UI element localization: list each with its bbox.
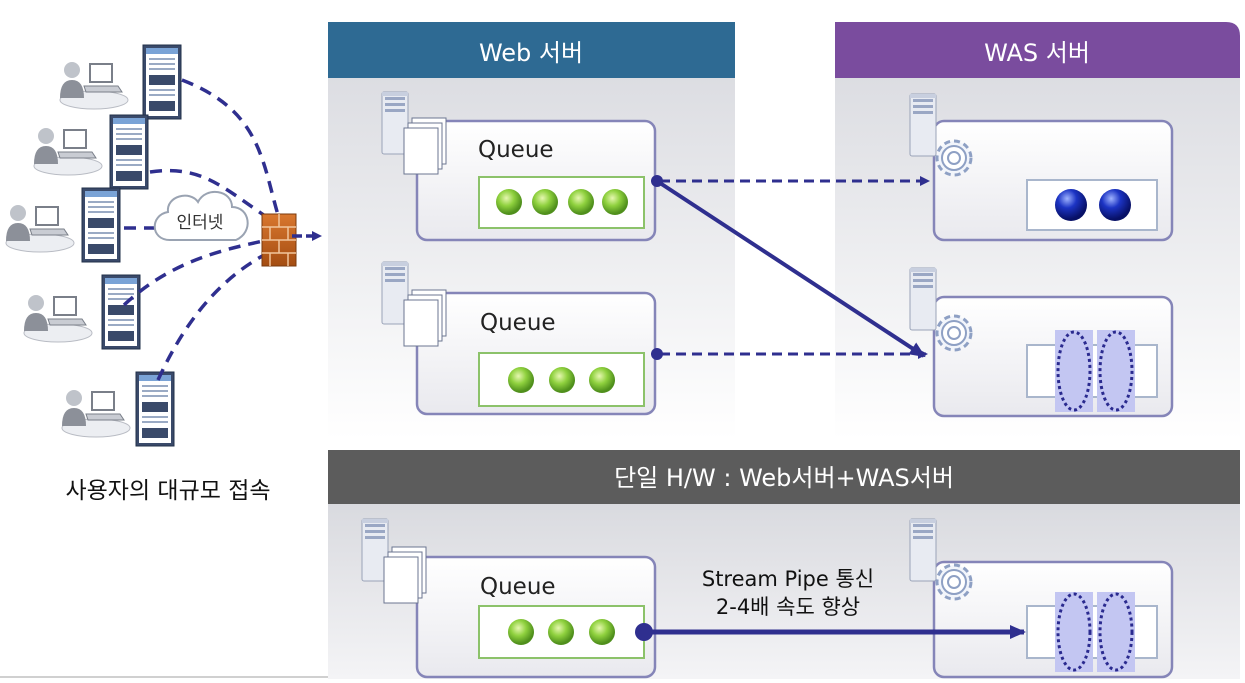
speed-improvement-label: 2-4배 속도 향상 [716, 595, 860, 619]
users-group [5, 44, 182, 447]
single-hw-panel: 단일 H/W : Web서버+WAS서버 Queue Stream Pipe 통… [328, 450, 1240, 679]
users-caption: 사용자의 대규모 접속 [65, 478, 270, 504]
single-hw-header [328, 450, 1240, 504]
queue-item [568, 189, 594, 215]
web-server-panel: Web 서버 Queue Queue [328, 22, 735, 439]
document-stack-icon [403, 289, 447, 347]
internet-label: 인터넷 [177, 213, 224, 233]
was-thread-pool-1 [1026, 179, 1158, 231]
gear-icon [935, 139, 973, 177]
user-icon [33, 127, 103, 176]
thread-item [1099, 189, 1131, 221]
was-panel-header [835, 22, 1240, 78]
queue-label-1: Queue [478, 137, 554, 163]
user-icon [5, 204, 75, 253]
web-panel-title: Web 서버 [479, 39, 583, 67]
server-icon [909, 93, 937, 157]
server-icon [909, 267, 937, 331]
gear-icon [935, 563, 973, 601]
was-server-panel: WAS 서버 [835, 22, 1240, 439]
user-icon [23, 294, 93, 343]
firewall-icon [261, 213, 297, 267]
internet-cloud-icon [153, 191, 249, 241]
web-page-icon [135, 371, 175, 447]
document-stack-icon [383, 546, 427, 604]
queue-label-2: Queue [480, 310, 556, 336]
was-panel-title: WAS 서버 [984, 39, 1090, 67]
queue-item [508, 619, 534, 645]
web-page-icon [109, 114, 149, 190]
queue-item [548, 619, 574, 645]
single-hw-title: 단일 H/W : Web서버+WAS서버 [614, 464, 954, 492]
web-page-icon [142, 44, 182, 120]
user-icon [59, 61, 129, 110]
queue-item [589, 367, 615, 393]
stream-pipe-label: Stream Pipe 통신 [702, 567, 874, 591]
server-icon [909, 518, 937, 582]
gear-icon [935, 314, 973, 352]
stream-pipe-start [635, 623, 653, 641]
queue-item [496, 189, 522, 215]
web-to-was-connections [651, 175, 930, 360]
document-stack-icon [403, 117, 447, 175]
user-icon [61, 389, 131, 438]
web-panel-header [328, 22, 735, 78]
web-page-icon [81, 187, 121, 263]
queue-item [549, 367, 575, 393]
web-page-icon [101, 274, 141, 350]
queue-item [589, 619, 615, 645]
queue-item [508, 367, 534, 393]
thread-item [1055, 189, 1087, 221]
queue-item [532, 189, 558, 215]
queue-item [602, 189, 628, 215]
queue-label-3: Queue [480, 574, 556, 600]
